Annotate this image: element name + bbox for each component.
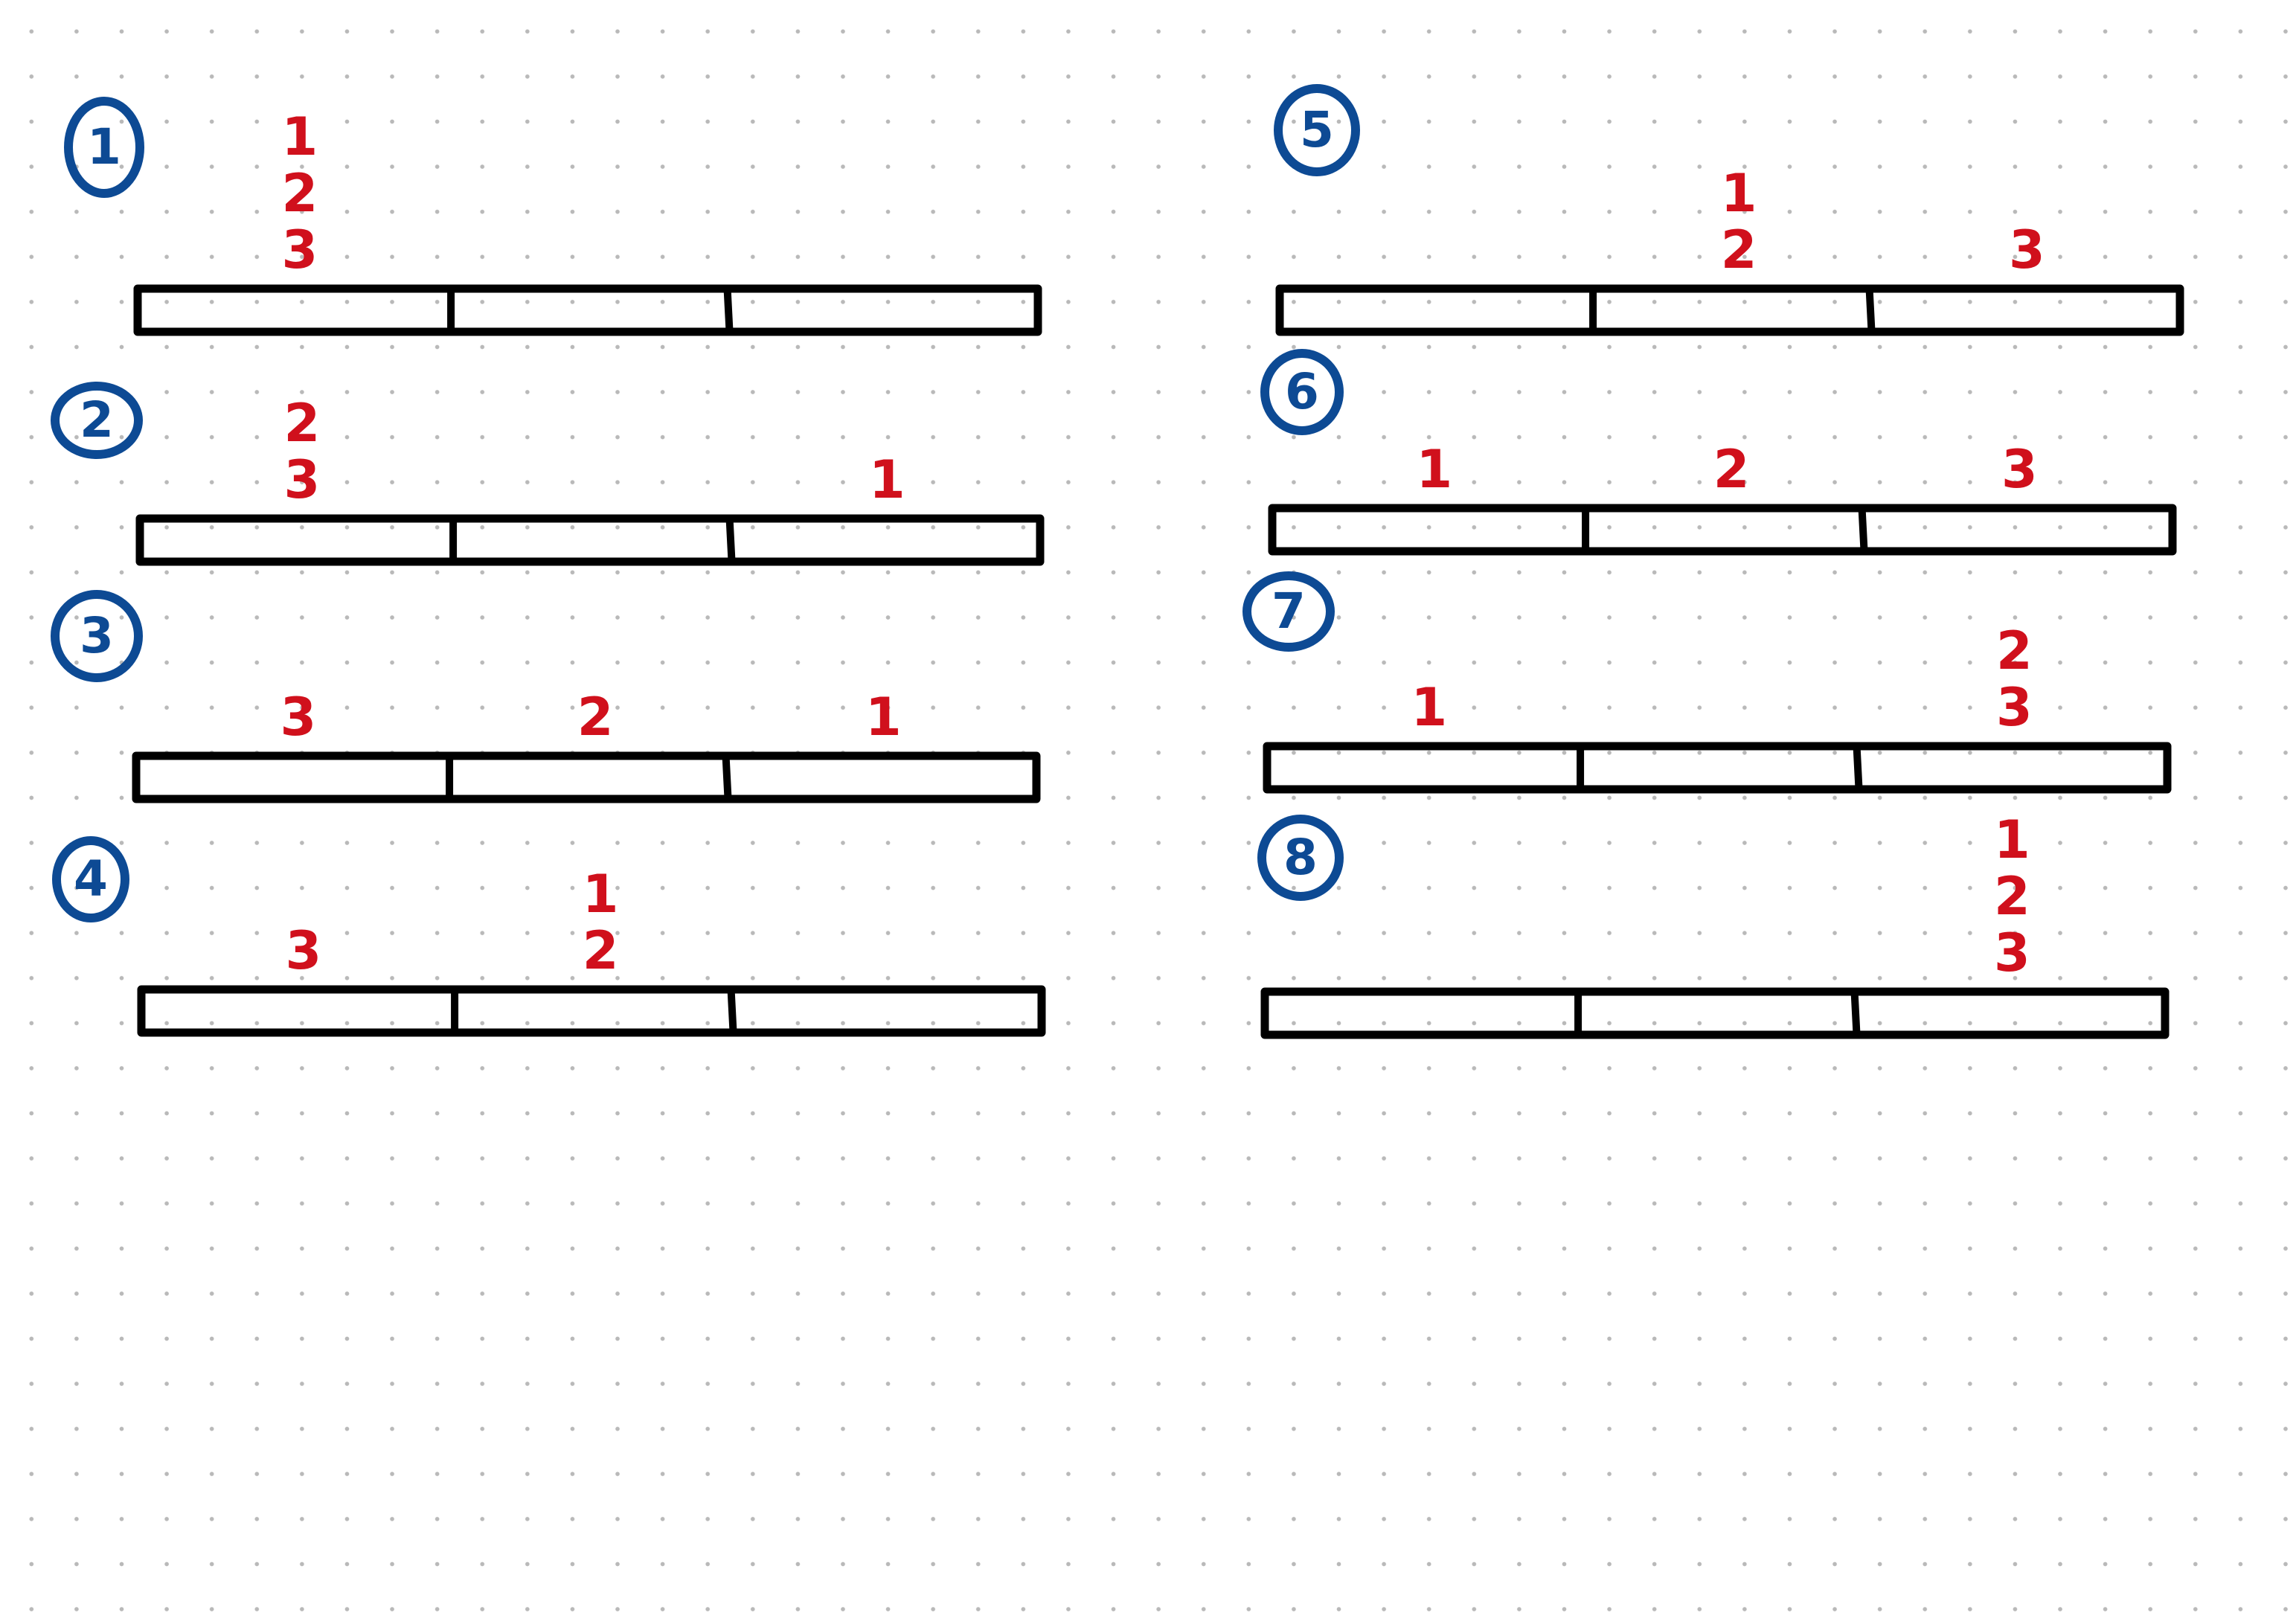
mark-stack-segment-2: 2 <box>1713 439 1750 500</box>
bar-divider <box>1865 285 1876 336</box>
panel-number: 4 <box>74 850 108 908</box>
three-segment-bar <box>1263 742 2172 794</box>
mark-stack-segment-1: 1 <box>1416 439 1452 500</box>
bar-divider <box>723 285 734 336</box>
stack-number: 3 <box>285 920 321 981</box>
panel-label-badge: 2 <box>51 382 143 459</box>
stack-number: 2 <box>583 920 619 981</box>
stack-number: 2 <box>1994 866 2030 927</box>
three-segment-bar <box>1260 987 2170 1039</box>
bar-outline <box>135 514 1045 566</box>
three-segment-bar <box>1268 504 2177 556</box>
label-circle <box>51 382 143 459</box>
mark-stack-segment-2: 12 <box>1721 163 1757 280</box>
stack-number: 2 <box>281 163 318 224</box>
stack-number: 1 <box>1416 439 1452 500</box>
stack-number: 1 <box>865 687 902 748</box>
panel-number: 8 <box>1283 829 1318 886</box>
stack-number: 2 <box>1996 620 2033 681</box>
mark-stack-segment-3: 3 <box>2009 219 2045 280</box>
bar-divider <box>727 986 737 1036</box>
panel-4: 4 3 12 <box>52 836 1046 1037</box>
mark-stack-segment-3: 23 <box>1996 620 2033 738</box>
bar-outline <box>1260 987 2170 1039</box>
panel-label-badge: 5 <box>1274 84 1360 176</box>
panel-label-badge: 7 <box>1242 571 1335 652</box>
bar-outline <box>1268 504 2177 556</box>
mark-stack-segment-1: 3 <box>280 687 316 748</box>
mark-stack-segment-1: 1 <box>1411 677 1447 738</box>
mark-stack-segment-3: 3 <box>2001 439 2038 500</box>
three-segment-bar <box>135 514 1045 566</box>
mark-stack-segment-3: 1 <box>869 449 905 510</box>
stack-number: 2 <box>577 687 614 748</box>
bar-divider <box>1850 988 1861 1039</box>
three-segment-bar <box>1275 284 2184 336</box>
bar-outline <box>1275 284 2184 336</box>
label-circle <box>52 836 129 922</box>
stack-number: 1 <box>869 449 905 510</box>
mark-stack-segment-1: 123 <box>281 106 318 280</box>
panel-6: 6 1 2 3 <box>1260 349 2177 556</box>
panel-7: 7 1 23 <box>1242 571 2172 794</box>
bar-outline <box>1263 742 2172 794</box>
panel-number: 5 <box>1300 101 1334 158</box>
bar-outline <box>132 751 1041 803</box>
panel-label-badge: 1 <box>64 97 144 198</box>
stack-number: 2 <box>1713 439 1750 500</box>
label-circle <box>1242 571 1335 652</box>
mark-stack-segment-2: 12 <box>583 864 619 981</box>
bar-divider <box>1858 504 1868 555</box>
mark-stack-segment-3: 1 <box>865 687 902 748</box>
bar-outline <box>133 284 1042 336</box>
panel-8: 8 123 <box>1257 809 2170 1039</box>
panel-label-badge: 6 <box>1260 349 1344 435</box>
panel-number: 6 <box>1285 363 1319 420</box>
panel-number: 1 <box>87 118 121 176</box>
stack-number: 3 <box>281 219 318 280</box>
panel-label-badge: 3 <box>51 590 143 682</box>
three-segment-bar <box>133 284 1042 336</box>
stack-number: 2 <box>283 393 320 454</box>
label-circle <box>64 97 144 198</box>
panel-number: 7 <box>1272 582 1306 640</box>
panel-number: 3 <box>80 607 114 664</box>
label-circle <box>51 590 143 682</box>
stack-number: 3 <box>2001 439 2038 500</box>
mark-stack-segment-2: 2 <box>577 687 614 748</box>
three-segment-bar <box>132 751 1041 803</box>
label-circle <box>1257 815 1344 901</box>
stack-number: 2 <box>1721 219 1757 280</box>
bar-outline <box>137 985 1046 1037</box>
label-circle <box>1274 84 1360 176</box>
stack-number: 1 <box>1721 163 1757 224</box>
panel-number: 2 <box>80 391 114 449</box>
panel-label-badge: 8 <box>1257 815 1344 901</box>
panel-3: 3 3 2 1 <box>51 590 1041 803</box>
stack-number: 1 <box>1994 809 2030 870</box>
panel-5: 5 12 3 <box>1274 84 2184 336</box>
bar-divider <box>725 515 736 565</box>
mark-stack-segment-1: 3 <box>285 920 321 981</box>
bar-divider <box>1853 742 1863 793</box>
panel-label-badge: 4 <box>52 836 129 922</box>
mark-stack-segment-3: 123 <box>1994 809 2030 983</box>
three-segment-bar <box>137 985 1046 1037</box>
label-circle <box>1260 349 1344 435</box>
mark-stack-segment-1: 23 <box>283 393 320 510</box>
stack-number: 3 <box>1994 922 2030 983</box>
stack-number: 3 <box>2009 219 2045 280</box>
stack-number: 1 <box>1411 677 1447 738</box>
stack-number: 1 <box>281 106 318 167</box>
stack-number: 1 <box>583 864 619 925</box>
stack-number: 3 <box>283 449 320 510</box>
stack-number: 3 <box>1996 677 2033 738</box>
bar-divider <box>722 752 732 803</box>
stack-number: 3 <box>280 687 316 748</box>
